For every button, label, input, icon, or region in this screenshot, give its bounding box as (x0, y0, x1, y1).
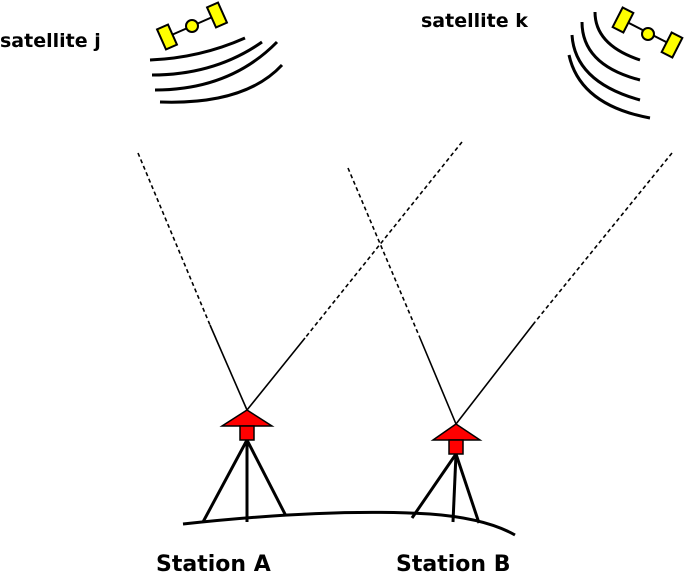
station-b-tripod-icon (410, 453, 481, 524)
satellite-j-icon (155, 1, 229, 51)
station-a-tripod-icon (201, 439, 288, 523)
satellite-k-icon (611, 6, 684, 59)
ground-line (182, 510, 516, 537)
station-b-label: Station B (396, 552, 511, 577)
station-a-antenna-icon (219, 409, 275, 441)
station-a-label: Station A (156, 552, 271, 577)
satellite-j-label: satellite j (0, 30, 101, 52)
signal-waves-k-icon (567, 11, 651, 120)
signal-lines (137, 141, 673, 425)
satellite-k-label: satellite k (421, 10, 528, 32)
signal-waves-j-icon (149, 36, 284, 104)
station-b-antenna-icon (430, 423, 483, 455)
